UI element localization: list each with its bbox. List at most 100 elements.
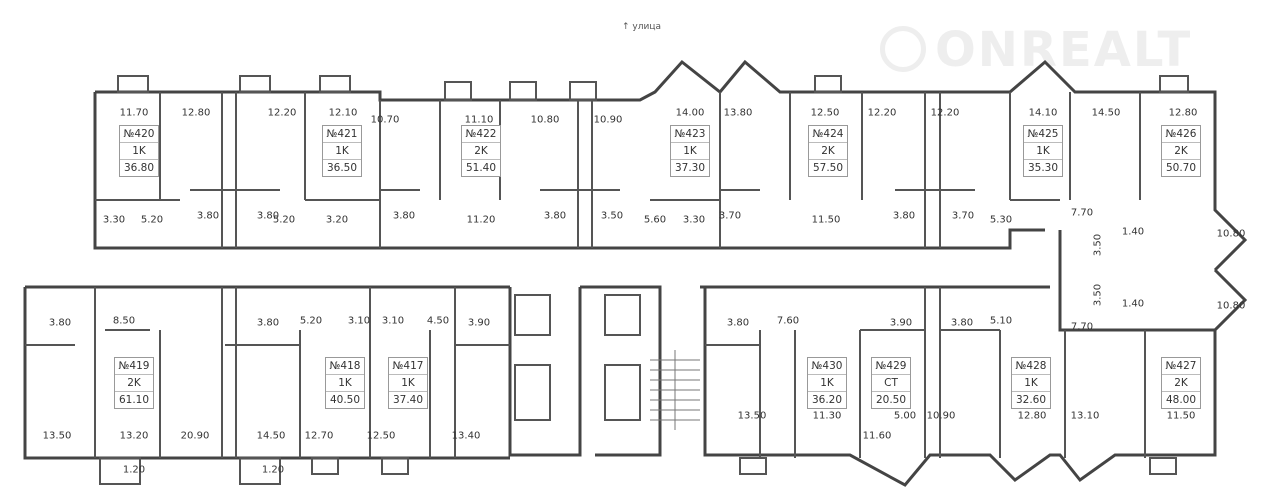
room-area: 12.20 (930, 107, 960, 119)
apartment-type: 1K (1012, 375, 1050, 392)
room-area: 3.10 (381, 315, 405, 327)
room-area: 12.10 (328, 107, 358, 119)
room-area: 3.80 (256, 210, 280, 222)
watermark: ONREALT (935, 22, 1193, 78)
room-area: 10.90 (926, 410, 956, 422)
room-area: 12.50 (810, 107, 840, 119)
room-area: 8.50 (112, 315, 136, 327)
room-area: 3.50 (600, 210, 624, 222)
room-area: 12.20 (867, 107, 897, 119)
apartment-number: №417 (389, 358, 427, 375)
room-area: 3.80 (392, 210, 416, 222)
apartment-number: №425 (1024, 126, 1062, 143)
apartment-type: 1K (326, 375, 364, 392)
room-area: 1.20 (122, 464, 146, 476)
apartment-area: 36.50 (326, 162, 358, 174)
arrow-up-icon: ↑ (622, 22, 633, 32)
room-area: 12.70 (304, 430, 334, 442)
apartment-type: 2K (1162, 143, 1200, 160)
room-area: 13.50 (42, 430, 72, 442)
room-area: 10.90 (593, 114, 623, 126)
room-area: 3.80 (950, 317, 974, 329)
room-area: 11.50 (811, 214, 841, 226)
room-area: 14.50 (1091, 107, 1121, 119)
room-area: 5.10 (989, 315, 1013, 327)
apartment-type: 1K (323, 143, 361, 160)
room-area: 13.40 (451, 430, 481, 442)
apartment-number: №418 (326, 358, 364, 375)
room-area: 1.40 (1121, 226, 1145, 238)
apartment-number: №428 (1012, 358, 1050, 375)
room-area: 12.50 (366, 430, 396, 442)
room-area: 13.20 (119, 430, 149, 442)
room-area: 13.80 (723, 107, 753, 119)
street-label: улица (632, 22, 661, 32)
room-area: 5.00 (893, 410, 917, 422)
apartment-type: 2K (115, 375, 153, 392)
room-area: 12.80 (1168, 107, 1198, 119)
apartment-number: №423 (671, 126, 709, 143)
apartment-area: 51.40 (465, 162, 497, 174)
room-area: 3.90 (467, 317, 491, 329)
apartment-type: 2K (1162, 375, 1200, 392)
apartment-number: №419 (115, 358, 153, 375)
room-area: 10.80 (530, 114, 560, 126)
room-area: 3.30 (682, 214, 706, 226)
room-area: 12.20 (267, 107, 297, 119)
apartment-number: №427 (1162, 358, 1200, 375)
room-area: 12.80 (1017, 410, 1047, 422)
apartment-type: 1K (1024, 143, 1062, 160)
room-area: 4.50 (426, 315, 450, 327)
room-area: 5.60 (643, 214, 667, 226)
apartment-number: №422 (462, 126, 500, 143)
apartment-area: 37.40 (392, 394, 424, 406)
room-area: 1.20 (261, 464, 285, 476)
room-area: 11.30 (812, 410, 842, 422)
apartment-number: №426 (1162, 126, 1200, 143)
watermark-logo-icon (880, 26, 926, 72)
apartment-area: 32.60 (1015, 394, 1047, 406)
room-area: 5.20 (299, 315, 323, 327)
room-area: 3.80 (256, 317, 280, 329)
room-area: 7.70 (1070, 321, 1094, 333)
room-area: 3.50 (1092, 233, 1104, 257)
room-area: 20.90 (180, 430, 210, 442)
apartment-type: 1K (120, 143, 158, 160)
apartment-area: 50.70 (1165, 162, 1197, 174)
apartment-area: 36.20 (811, 394, 843, 406)
room-area: 3.80 (543, 210, 567, 222)
room-area: 1.40 (1121, 298, 1145, 310)
room-area: 11.60 (862, 430, 892, 442)
room-area: 14.00 (675, 107, 705, 119)
room-area: 7.60 (776, 315, 800, 327)
apartment-area: 20.50 (875, 394, 907, 406)
apartment-number: №424 (809, 126, 847, 143)
apartment-type: 1K (389, 375, 427, 392)
room-area: 13.10 (1070, 410, 1100, 422)
apartment-area: 48.00 (1165, 394, 1197, 406)
room-area: 5.20 (140, 214, 164, 226)
apartment-area: 57.50 (812, 162, 844, 174)
room-area: 5.30 (989, 214, 1013, 226)
room-area: 3.80 (196, 210, 220, 222)
apartment-type: 2K (462, 143, 500, 160)
street-direction: ↑ улица (622, 22, 661, 32)
apartment-area: 35.30 (1027, 162, 1059, 174)
room-area: 3.80 (892, 210, 916, 222)
room-area: 5.20 (272, 214, 296, 226)
apartment-number: №429 (872, 358, 910, 375)
